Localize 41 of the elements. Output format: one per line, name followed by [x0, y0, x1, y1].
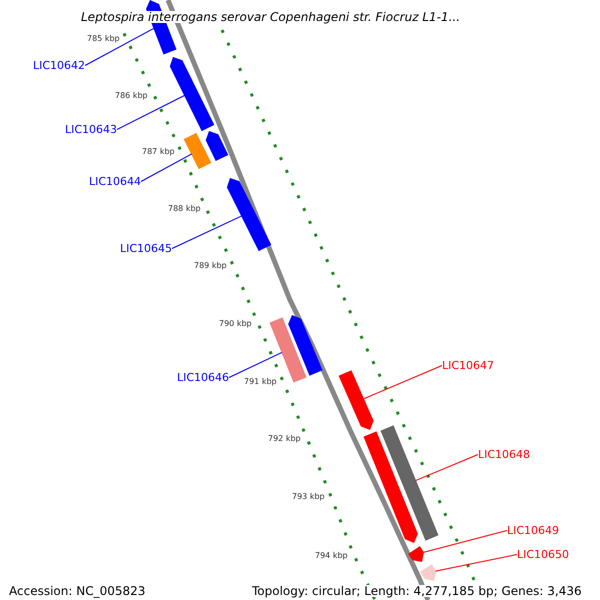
leader-line [84, 28, 154, 66]
gene-feature [170, 57, 214, 132]
leader-line [435, 554, 518, 572]
leader-line [228, 352, 282, 378]
scale-label: 790 kbp [219, 320, 252, 328]
gene-label: LIC10645 [120, 243, 172, 254]
gene-feature [380, 425, 438, 541]
scale-label: 792 kbp [268, 435, 301, 443]
gene-label: LIC10649 [507, 525, 560, 536]
gene-feature [420, 564, 436, 581]
info-text: Accession: NC_005823 [9, 585, 146, 597]
scale-label: 794 kbp [315, 552, 348, 560]
gene-feature [408, 546, 424, 562]
leader-line [362, 365, 442, 400]
gene-feature [288, 315, 322, 376]
gene-feature [338, 370, 374, 430]
gene-feature [226, 178, 272, 252]
gene-label: LIC10650 [517, 549, 570, 560]
leader-line [172, 215, 242, 249]
scale-label: 786 kbp [115, 92, 148, 100]
gene-feature [184, 132, 212, 170]
gene-label: LIC10643 [65, 124, 118, 135]
gene-label: LIC10644 [89, 176, 142, 187]
scale-label: 791 kbp [244, 378, 277, 386]
info-text: Topology: circular; Length: 4,277,185 bp; Genes: 3,436 [252, 585, 582, 597]
scale-label: 785 kbp [87, 35, 120, 43]
gene-feature [364, 431, 418, 543]
leader-line [140, 153, 192, 182]
diagram-title: Leptospira interrogans serovar Copenhageni str. Fiocruz L1-1... [81, 11, 460, 23]
gene-label: LIC10647 [442, 360, 494, 371]
leader-line [415, 454, 478, 482]
gene-feature [206, 131, 228, 161]
gene-label: LIC10648 [478, 449, 530, 460]
scale-label: 789 kbp [194, 262, 227, 270]
leader-line [422, 530, 508, 553]
scale-label: 787 kbp [142, 148, 175, 156]
gene-label: LIC10642 [33, 60, 86, 71]
gene-label: LIC10646 [177, 372, 230, 383]
scale-label: 793 kbp [292, 493, 325, 501]
leader-line [116, 94, 186, 130]
scale-label: 788 kbp [168, 205, 201, 213]
